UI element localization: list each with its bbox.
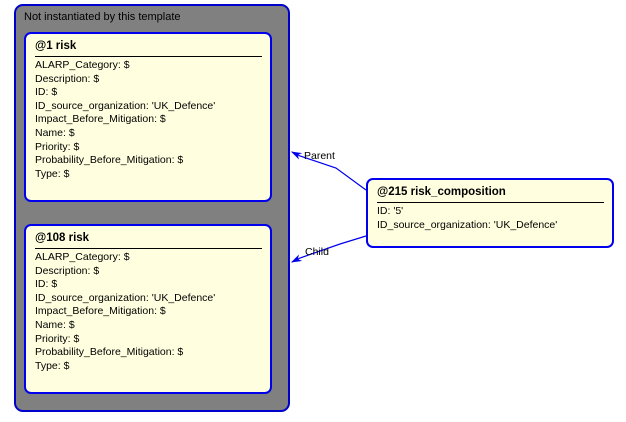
- object-title: @1 risk: [35, 39, 262, 57]
- object-attribute: ALARP_Category: $: [35, 251, 130, 263]
- object-attribute: Priority: $: [35, 140, 80, 153]
- object-attribute: Name: $: [35, 126, 75, 139]
- object-attribute: ALARP_Category: $: [35, 59, 130, 71]
- object-attribute-list: ALARP_Category: $ Description: $ ID: $ I…: [35, 251, 262, 373]
- object-title: @215 risk_composition: [377, 185, 604, 203]
- object-attribute: Type: $: [35, 359, 70, 372]
- object-attribute-list: ID: '5' ID_source_organization: 'UK_Defe…: [377, 205, 604, 232]
- object-box-risk-composition[interactable]: @215 risk_composition ID: '5' ID_source_…: [366, 178, 614, 248]
- object-attribute: ID_source_organization: 'UK_Defence': [35, 291, 216, 304]
- object-box-risk-108[interactable]: @108 risk ALARP_Category: $ Description:…: [24, 224, 272, 394]
- parent-connector-line: [290, 151, 367, 191]
- object-attribute: ID: $: [35, 278, 58, 291]
- object-attribute: Type: $: [35, 167, 70, 180]
- child-connector-line: [290, 235, 367, 263]
- object-attribute: Description: $: [35, 72, 100, 85]
- object-attribute: Priority: $: [35, 332, 80, 345]
- object-attribute: Probability_Before_Mitigation: $: [35, 154, 184, 167]
- object-attribute: Impact_Before_Mitigation: $: [35, 305, 166, 318]
- object-attribute: Description: $: [35, 264, 100, 277]
- object-title: @108 risk: [35, 231, 262, 249]
- connector-label-child: Child: [305, 246, 329, 258]
- object-attribute-list: ALARP_Category: $ Description: $ ID: $ I…: [35, 59, 262, 181]
- connector-parent[interactable]: [290, 151, 367, 191]
- object-attribute: ID_source_organization: 'UK_Defence': [35, 99, 216, 112]
- object-box-risk-1[interactable]: @1 risk ALARP_Category: $ Description: $…: [24, 32, 272, 202]
- object-attribute: ID: $: [35, 86, 58, 99]
- object-attribute: ID_source_organization: 'UK_Defence': [377, 218, 558, 231]
- object-attribute: Name: $: [35, 318, 75, 331]
- connector-label-parent: Parent: [304, 150, 335, 162]
- object-attribute: Probability_Before_Mitigation: $: [35, 346, 184, 359]
- template-group-label: Not instantiated by this template: [24, 11, 181, 23]
- object-attribute: Impact_Before_Mitigation: $: [35, 113, 166, 126]
- object-attribute: ID: '5': [377, 205, 404, 217]
- connector-child[interactable]: [290, 235, 367, 263]
